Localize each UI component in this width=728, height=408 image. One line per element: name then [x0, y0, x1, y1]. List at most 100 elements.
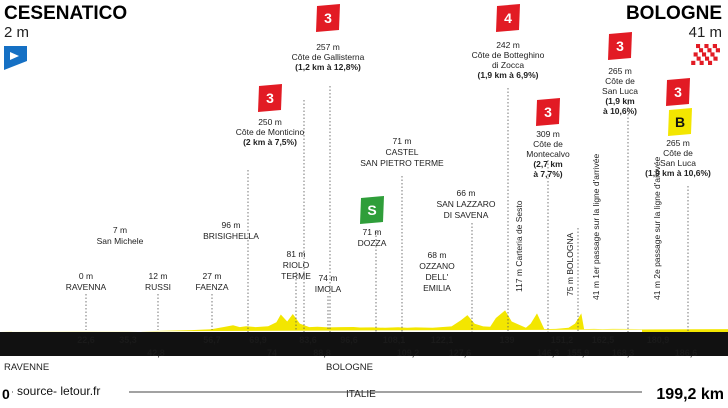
distance-band — [0, 332, 728, 356]
finish-altitude: 41 m — [689, 24, 722, 41]
waypoint-altitude: 81 m — [287, 249, 306, 259]
source-box — [13, 380, 129, 400]
climb-detail: (1,9 km — [605, 96, 635, 106]
flag-cell — [703, 60, 708, 65]
vertical-waypoint-label: 41 m 1er passage sur la ligne d'arrivée — [591, 154, 601, 300]
waypoint-altitude: 68 m — [428, 250, 447, 260]
flag-cell — [712, 60, 717, 65]
climb-altitude: 250 m — [258, 117, 282, 127]
waypoint-altitude: 66 m — [457, 188, 476, 198]
km-marker: 69,9 — [249, 335, 267, 345]
flag-cell — [710, 52, 715, 57]
climb-name: Côte de Monticino — [236, 127, 305, 137]
badge-label: 3 — [324, 10, 332, 26]
climb-category-badge: 3 — [536, 98, 560, 126]
waypoint-name: RIOLO — [283, 260, 310, 270]
flag-cell — [694, 48, 699, 53]
flag-cell — [696, 56, 701, 61]
km-marker: 127,6 — [449, 348, 472, 358]
badge-label: 3 — [616, 38, 624, 54]
region-middle: BOLOGNE — [326, 362, 373, 373]
km-marker: 35,3 — [119, 335, 137, 345]
flag-cell — [699, 60, 704, 65]
badge-shape — [666, 78, 690, 106]
flag-cell — [703, 48, 708, 53]
flag-cell — [708, 60, 713, 65]
km-marker: 162,5 — [592, 335, 615, 345]
km-marker: 186,6 — [675, 348, 698, 358]
waypoint-altitude: 7 m — [113, 225, 127, 235]
flag-cell — [696, 44, 701, 49]
elevation-profile-area — [0, 310, 728, 332]
waypoint-name-line2: SAN PIETRO TERME — [360, 158, 444, 168]
flag-cell — [691, 60, 696, 65]
km-marker: 146,3 — [537, 348, 560, 358]
vertical-waypoint-label: 117 m Carteria de Sesto — [514, 200, 524, 292]
flag-cell — [693, 52, 698, 57]
bonus-badge: B — [668, 108, 692, 136]
waypoint-name: San Michele — [97, 236, 144, 246]
flag-cell — [717, 44, 722, 49]
flag-cell — [692, 56, 697, 61]
climb-detail-line2: à 7,7%) — [533, 169, 562, 179]
region-left: RAVENNE — [4, 362, 49, 373]
km-marker: 83,6 — [299, 335, 317, 345]
waypoint-altitude: 12 m — [149, 271, 168, 281]
waypoint-name-line2: DELL' — [426, 272, 449, 282]
badge-label: 3 — [266, 90, 274, 106]
waypoint-altitude: 96 m — [222, 220, 241, 230]
climb-altitude: 257 m — [316, 42, 340, 52]
flag-cell — [697, 52, 702, 57]
flag-cell — [707, 48, 712, 53]
climb-category-badge: 3 — [666, 78, 690, 106]
source-credit: source- letour.fr — [17, 384, 100, 398]
waypoint-name: CASTEL — [385, 147, 418, 157]
badge-shape — [608, 32, 632, 60]
climb-category-badge: 3 — [608, 32, 632, 60]
waypoint-name: BRISIGHELLA — [203, 231, 259, 241]
flag-cell — [708, 44, 713, 49]
climb-detail: (1,9 km à 10,6%) — [645, 168, 711, 178]
climb-name-line2: San Luca — [660, 158, 696, 168]
distance-start: 0 — [2, 386, 10, 402]
badge-shape — [668, 108, 692, 136]
waypoint-name: OZZANO — [419, 261, 455, 271]
climb-detail: (1,9 km à 6,9%) — [478, 70, 539, 80]
waypoint-name: DOZZA — [358, 238, 387, 248]
km-marker: 180,9 — [647, 335, 670, 345]
waypoint-name: IMOLA — [315, 284, 342, 294]
waypoint-name-line3: EMILIA — [423, 283, 451, 293]
badge-shape — [316, 4, 340, 32]
flag-cell — [706, 52, 711, 57]
vertical-waypoint-label: 41 m 2e passage sur la ligne d'arrivée — [652, 156, 662, 300]
flag-cell — [705, 56, 710, 61]
climb-detail: (2,7 km — [533, 159, 563, 169]
km-marker: 56,7 — [203, 335, 221, 345]
climb-name: Côte de Gallisterna — [292, 52, 365, 62]
climb-altitude: 309 m — [536, 129, 560, 139]
climb-category-badge: 3 — [258, 84, 282, 112]
checkered-flag-icon — [691, 44, 722, 65]
flag-cell — [712, 44, 717, 49]
flag-cell — [709, 56, 714, 61]
km-marker: 139 — [499, 335, 514, 345]
climb-altitude: 242 m — [496, 40, 520, 50]
flag-cell — [702, 52, 707, 57]
dropline-layer — [85, 86, 689, 332]
waypoint-name: SAN LAZZARO — [436, 199, 495, 209]
finish-town: BOLOGNE — [626, 3, 722, 24]
badge-label: S — [367, 202, 376, 218]
waypoint-altitude: 27 m — [203, 271, 222, 281]
climb-category-badge: 3 — [316, 4, 340, 32]
waypoint-altitude: 0 m — [79, 271, 93, 281]
km-marker: 88,8 — [313, 348, 331, 358]
km-marker: 168,3 — [612, 348, 635, 358]
region-country: ITALIE — [346, 389, 376, 400]
flag-cell — [713, 56, 718, 61]
climb-name: Côte de — [605, 76, 635, 86]
km-marker: 96,6 — [340, 335, 358, 345]
climb-name-line2: Montecalvo — [526, 149, 570, 159]
waypoint-name-line2: DI SAVENA — [444, 210, 489, 220]
